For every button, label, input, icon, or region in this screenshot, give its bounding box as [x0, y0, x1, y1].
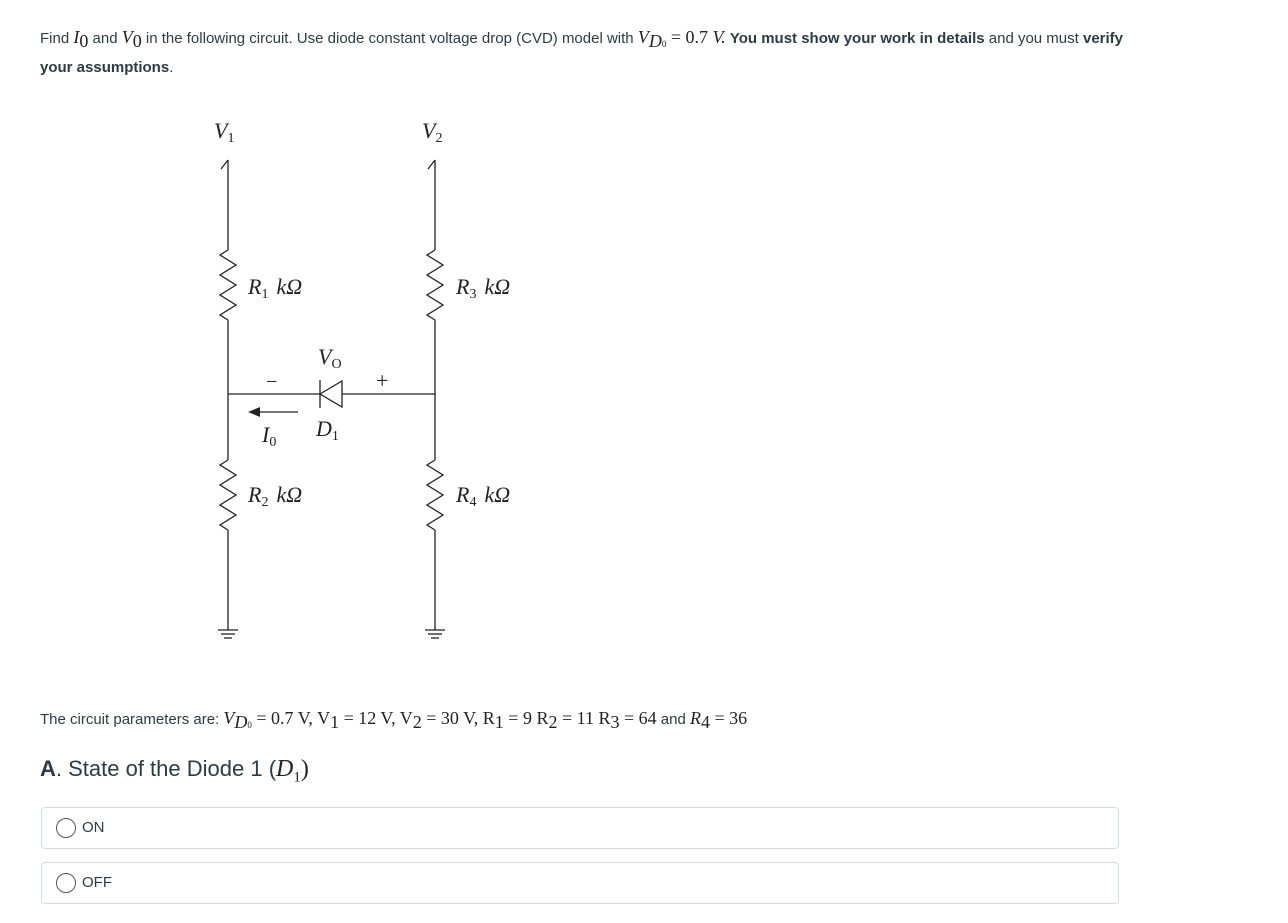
option-on-label: ON — [82, 819, 105, 836]
circuit-parameters: The circuit parameters are: VD0 = 0.7 V,… — [40, 708, 748, 732]
vo-label: VO — [318, 344, 342, 372]
d1-label: D1 — [315, 416, 339, 444]
minus-sign: − — [266, 371, 277, 393]
option-on-radio[interactable] — [56, 818, 76, 838]
v1-label: V1 — [214, 118, 234, 146]
io-label: I0 — [261, 422, 276, 450]
option-off-label: OFF — [82, 874, 112, 891]
option-off-radio[interactable] — [56, 873, 76, 893]
plus-sign: + — [376, 368, 388, 393]
part-a-heading: A. State of the Diode 1 (D1) — [40, 756, 309, 786]
v2-label: V2 — [422, 118, 442, 146]
option-on[interactable]: ON — [41, 807, 1119, 849]
option-off[interactable]: OFF — [41, 862, 1119, 904]
question-text: Find I0 and V0 in the following circuit.… — [40, 27, 1124, 76]
